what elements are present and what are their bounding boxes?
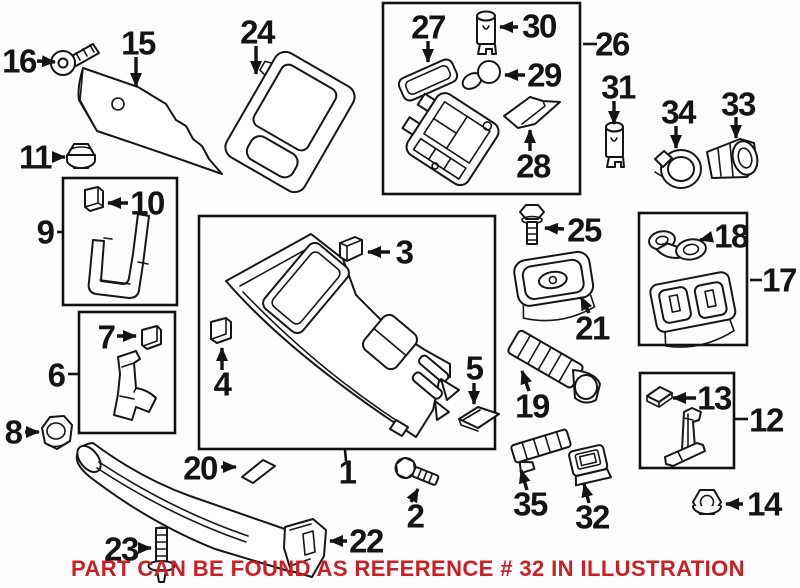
part-label-8: 8 bbox=[4, 413, 23, 451]
part-label-9: 9 bbox=[36, 213, 55, 251]
part-label-31: 31 bbox=[601, 68, 636, 106]
part-label-3: 3 bbox=[395, 233, 414, 271]
part-32-switch bbox=[568, 444, 613, 487]
part-label-2: 2 bbox=[406, 497, 425, 535]
part-5-clip bbox=[458, 406, 500, 432]
part-34-ring-clamp bbox=[654, 149, 702, 189]
part-label-17: 17 bbox=[762, 261, 797, 299]
part-label-7: 7 bbox=[97, 318, 116, 356]
part-17-cupholder bbox=[649, 271, 737, 348]
group-box-1 bbox=[197, 214, 497, 451]
part-label-14: 14 bbox=[747, 485, 782, 523]
part-23-bolt bbox=[147, 526, 176, 583]
part-label-24: 24 bbox=[240, 13, 275, 51]
part-label-16: 16 bbox=[2, 42, 37, 80]
group-box-26 bbox=[381, 1, 582, 196]
part-label-20: 20 bbox=[183, 449, 218, 487]
part-label-18: 18 bbox=[714, 217, 749, 255]
reference-banner: PART CAN BE FOUND AS REFERENCE # 32 IN I… bbox=[71, 556, 745, 581]
part-label-10: 10 bbox=[130, 184, 165, 222]
part-label-23: 23 bbox=[104, 530, 139, 568]
part-11-nut bbox=[66, 143, 96, 169]
part-label-26: 26 bbox=[595, 25, 630, 63]
part-label-1: 1 bbox=[338, 453, 357, 491]
part-label-35: 35 bbox=[513, 485, 548, 523]
part-2-bolt bbox=[394, 457, 440, 486]
part-label-28: 28 bbox=[516, 147, 551, 185]
part-3-clip bbox=[339, 236, 363, 262]
part-29-bulb bbox=[461, 60, 501, 90]
part-10-clip bbox=[84, 186, 104, 212]
part-6-bracket bbox=[113, 350, 157, 421]
part-label-4: 4 bbox=[213, 365, 232, 403]
part-24-console-trim bbox=[224, 50, 356, 194]
group-box-17 bbox=[637, 211, 749, 347]
part-label-34: 34 bbox=[661, 93, 696, 131]
part-25-bolt bbox=[519, 204, 545, 245]
part-7-clip bbox=[141, 325, 162, 350]
part-30-switch bbox=[476, 10, 497, 55]
part-crossmember-bar bbox=[75, 442, 318, 573]
group-box-12 bbox=[638, 371, 736, 470]
group-box-6 bbox=[77, 310, 177, 435]
part-label-27: 27 bbox=[411, 8, 446, 46]
part-label-13: 13 bbox=[697, 379, 732, 417]
part-label-25: 25 bbox=[567, 211, 602, 249]
part-33-connector bbox=[706, 138, 759, 179]
part-28-bracket-plate bbox=[503, 96, 561, 129]
part-8-nut bbox=[41, 415, 73, 450]
part-label-33: 33 bbox=[721, 85, 756, 123]
part-12-bracket bbox=[664, 407, 706, 467]
part-label-29: 29 bbox=[527, 56, 562, 94]
part-label-12: 12 bbox=[749, 401, 784, 439]
part-19-vent-grille bbox=[507, 329, 601, 404]
part-15-trim-panel bbox=[77, 67, 223, 175]
part-label-32: 32 bbox=[575, 498, 610, 536]
part-14-nut bbox=[692, 489, 722, 515]
part-27-trim-plate bbox=[397, 58, 459, 102]
part-4-clip bbox=[210, 317, 232, 344]
part-18-grommets bbox=[648, 230, 707, 261]
part-label-15: 15 bbox=[121, 24, 156, 62]
part-16-bolt bbox=[50, 43, 100, 76]
part-22-end-bracket bbox=[283, 518, 327, 578]
part-label-19: 19 bbox=[515, 387, 550, 425]
part-20-clip bbox=[241, 459, 276, 484]
part-13-clip bbox=[646, 386, 673, 408]
part-label-30: 30 bbox=[522, 7, 557, 45]
part-label-22: 22 bbox=[349, 522, 384, 560]
callout-arrows bbox=[25, 21, 743, 554]
part-21-storage-tray bbox=[513, 250, 596, 322]
part-9-bracket bbox=[87, 213, 150, 299]
part-1-center-console bbox=[225, 233, 460, 438]
part-label-5: 5 bbox=[465, 349, 484, 387]
part-35-switch-bank bbox=[510, 428, 572, 475]
group-box-9 bbox=[61, 176, 179, 307]
callout-dashes bbox=[57, 42, 762, 462]
part-label-11: 11 bbox=[19, 138, 52, 176]
part-31-switch bbox=[605, 121, 625, 168]
part-climate-control-unit bbox=[401, 92, 500, 187]
part-label-21: 21 bbox=[575, 309, 610, 347]
part-label-6: 6 bbox=[47, 356, 66, 394]
